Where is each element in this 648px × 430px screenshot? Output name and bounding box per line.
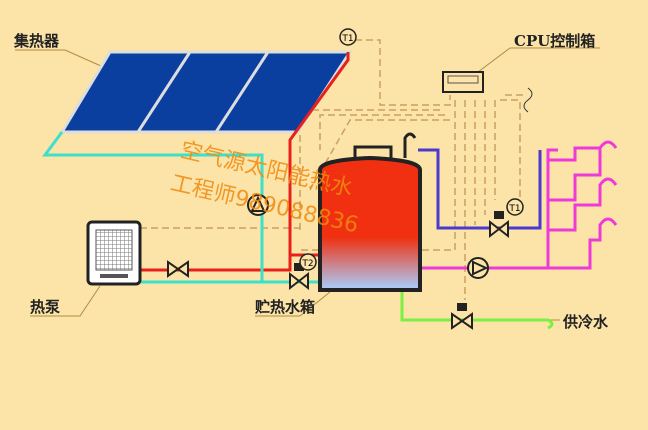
purple-pipe [418, 148, 542, 230]
heat-pump-unit [86, 220, 142, 286]
hot-pipe [140, 52, 350, 272]
storage-tank [318, 132, 422, 292]
collector-leader [15, 49, 111, 71]
heat-pump-leader [30, 285, 101, 317]
t2-label: T2 [301, 259, 313, 269]
pink-pipe [420, 148, 558, 270]
cold-water-pipe [400, 290, 554, 330]
pump-icon [247, 194, 269, 216]
sensor-t1-icon [339, 28, 357, 46]
sensor-t1-icon [506, 198, 524, 216]
pump-icon [467, 257, 489, 279]
t1-right-label: T1 [508, 204, 520, 214]
collector-label: 集热器 [14, 32, 60, 50]
cold-water-label: 供冷水 [563, 313, 609, 331]
sensor-t2-icon [299, 253, 317, 271]
heat-pump-label: 热泵 [30, 298, 61, 316]
cpu-control-box [442, 71, 484, 93]
cyan-pipe [42, 131, 320, 284]
tank-label: 贮热水箱 [255, 298, 316, 316]
cpu-leader [477, 47, 600, 73]
tank-leader [255, 291, 331, 317]
solar-collectors [59, 50, 353, 134]
hot-water-taps [548, 140, 618, 270]
control-wires [140, 39, 525, 300]
valve-icon [451, 303, 473, 330]
t1-top-label: T1 [341, 34, 353, 44]
valve-icon [489, 211, 509, 239]
cpu-box-label: CPU控制箱 [514, 32, 596, 50]
valve-icon [167, 260, 189, 278]
